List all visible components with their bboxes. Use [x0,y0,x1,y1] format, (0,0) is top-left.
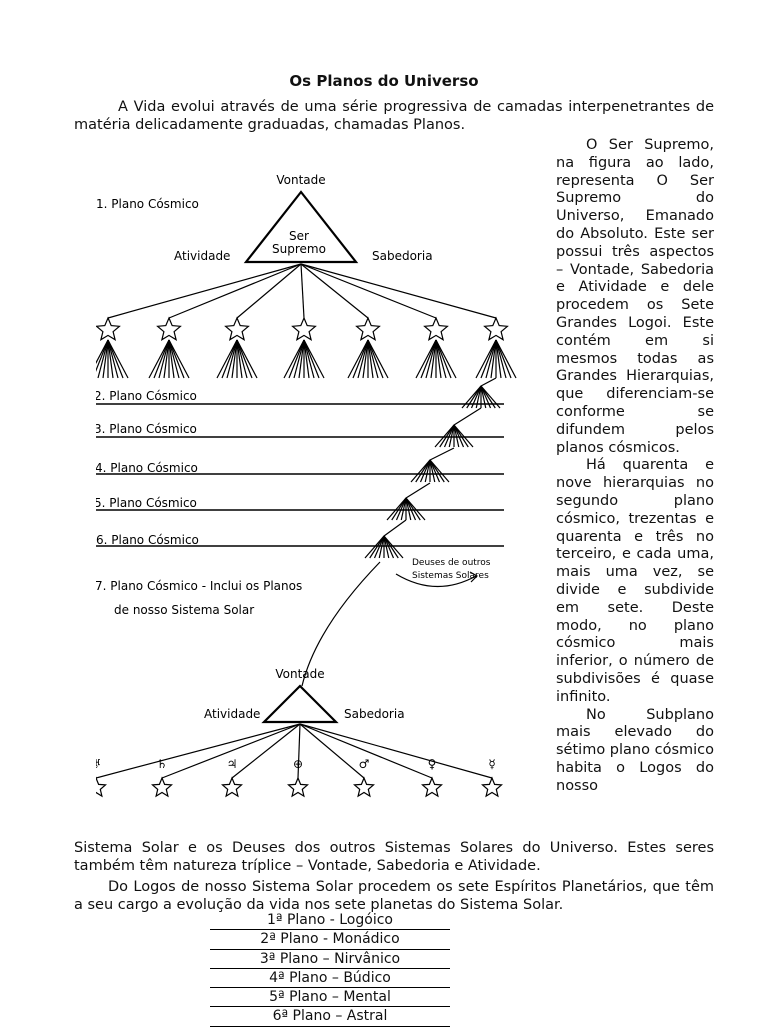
label-sabedoria-bottom: Sabedoria [344,707,405,721]
planet-star [423,778,442,796]
planes-list: 1ª Plano - Logóico 2ª Plano - Monádico 3… [210,911,450,1027]
logoi-line [237,264,301,318]
logoi-line [108,264,301,318]
side-paragraph-2: Há quarenta e nove hierarquias no segund… [556,457,714,706]
hierarchy-fan [227,340,237,378]
planet-star [483,778,502,796]
logos-star [293,318,316,340]
hierarchy-fan [108,340,118,378]
logos-star [226,318,249,340]
planet-symbol: ♄ [157,757,168,771]
planet-star [153,778,172,796]
hierarchy-fan [159,340,169,378]
label-plano-2: 2. Plano Cósmico [96,389,197,403]
label-sabedoria-top: Sabedoria [372,249,433,263]
hierarchy-fan [426,340,436,378]
label-plano-3: 3. Plano Cósmico [96,422,197,436]
plane-row: 5ª Plano – Mental [210,988,450,1007]
hierarchy-fan [486,340,496,378]
side-paragraph-3: No Subplano mais elevado do sétimo plano… [556,707,714,796]
continuation-paragraph: Sistema Solar e os Deuses dos outros Sis… [74,839,714,875]
page-title: Os Planos do Universo [0,72,768,90]
planet-star [96,778,106,796]
logos-star [425,318,448,340]
planet-symbol: ⊕ [293,757,303,771]
planetary-paragraph: Do Logos de nosso Sistema Solar procedem… [74,878,714,914]
hierarchy-fan [237,340,247,378]
label-plano-5: 5. Plano Cósmico [96,496,197,510]
hierarchy-fan [421,460,431,482]
label-vontade-top: Vontade [276,173,325,187]
planet-star [289,778,308,796]
logoi-line [301,264,368,318]
hierarchy-fan [375,536,385,558]
planet-star [355,778,374,796]
logoi-line [301,264,436,318]
planet-line [300,724,364,778]
label-deuses-line1: Deuses de outros [412,558,491,568]
label-plano-7-line1: 7. Plano Cósmico - Inclui os Planos [96,579,302,593]
hierarchy-fan [304,340,314,378]
plane-row: 2ª Plano - Monádico [210,930,450,949]
logos-star [357,318,380,340]
planes-diagram: Vontade 1. Plano Cósmico Ser Supremo Ati… [96,158,544,830]
logoi-line [169,264,301,318]
label-plano-4: 4. Plano Cósmico [96,461,198,475]
planet-symbol: ♃ [227,757,238,771]
logos-star [158,318,181,340]
label-atividade-bottom: Atividade [204,707,260,721]
planet-symbol: ♀ [428,757,437,771]
side-paragraph-1: O Ser Supremo, na figura ao lado, repres… [556,137,714,457]
logos-star [97,318,120,340]
label-atividade-top: Atividade [174,249,230,263]
planet-symbol: ☿ [488,757,495,771]
plane-row: 1ª Plano - Logóico [210,911,450,930]
label-deuses-line2: Sistemas Solares [412,571,489,581]
hierarchy-fan [358,340,368,378]
planet-line [300,724,492,778]
label-vontade-bottom: Vontade [275,667,324,681]
label-plano-1: 1. Plano Cósmico [96,197,199,211]
planet-line [96,724,300,778]
label-ser: Ser [289,229,309,243]
bottom-triangle [264,686,336,722]
hierarchy-fan [294,340,304,378]
hierarchy-fan [397,498,407,520]
hierarchy-fan [368,340,378,378]
planet-symbol: ♅ [96,757,101,771]
plane-row: 3ª Plano – Nirvânico [210,950,450,969]
hierarchy-fan [496,340,506,378]
planet-symbol: ♂ [359,757,370,771]
hierarchy-fan [169,340,179,378]
hierarchy-fan [445,425,455,447]
intro-paragraph: A Vida evolui através de uma série progr… [74,98,714,134]
hierarchy-fan [436,340,446,378]
logos-star [485,318,508,340]
plane-row: 4ª Plano – Búdico [210,969,450,988]
label-plano-7-line2: de nosso Sistema Solar [114,603,254,617]
hierarchy-fan [98,340,108,378]
side-column: O Ser Supremo, na figura ao lado, repres… [556,137,714,795]
planet-line [232,724,300,778]
logoi-line [301,264,304,318]
chain-line [384,378,496,536]
logoi-line [301,264,496,318]
label-supremo: Supremo [272,242,326,256]
label-plano-6: 6. Plano Cósmico [96,533,199,547]
planet-star [223,778,242,796]
